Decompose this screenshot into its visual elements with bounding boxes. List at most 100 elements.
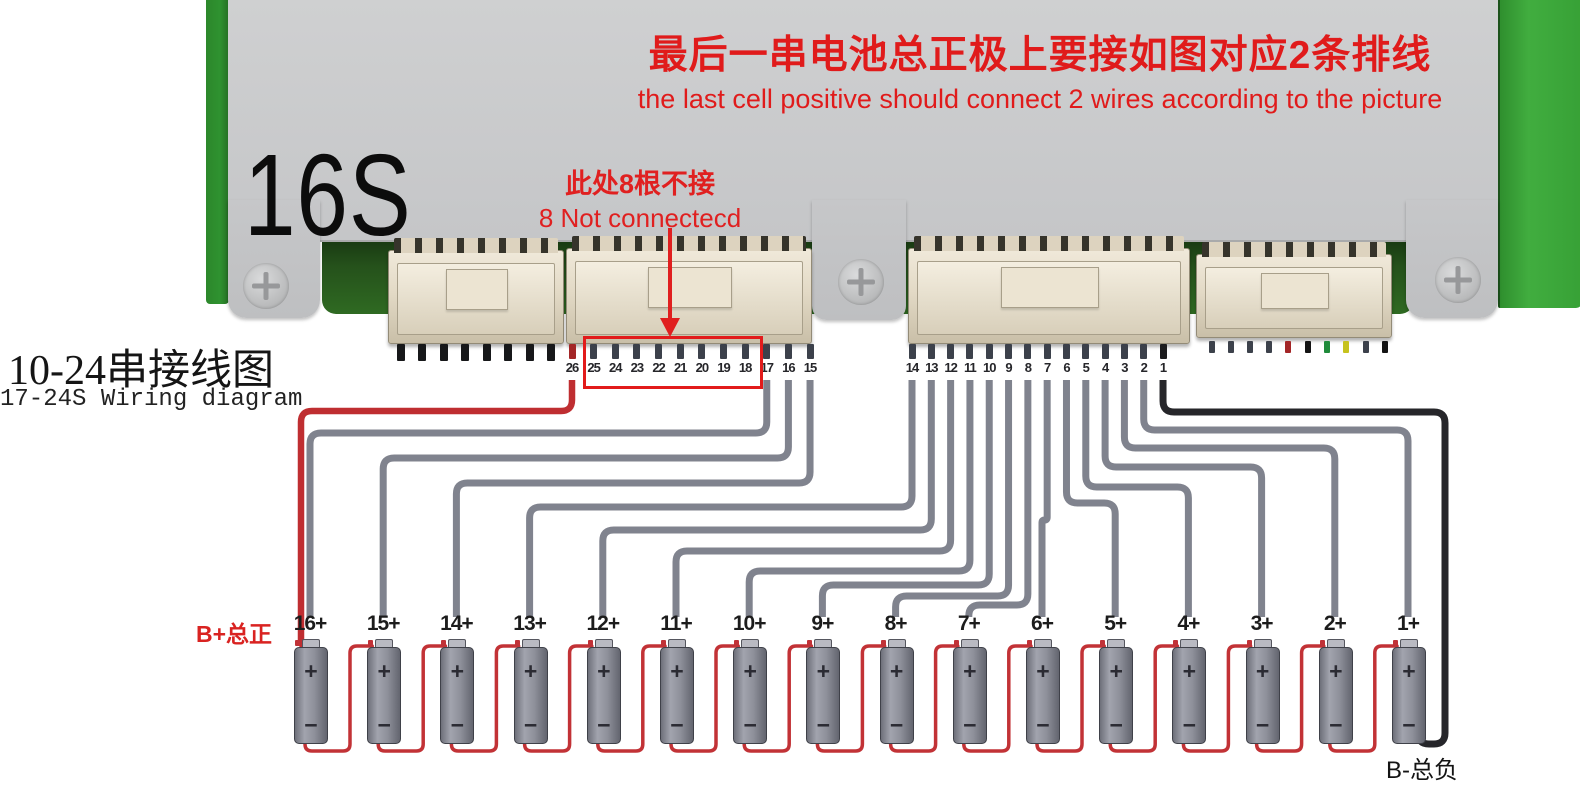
battery-terminal-wire-dot bbox=[368, 640, 374, 646]
battery-plus: + bbox=[1036, 658, 1050, 684]
battery-label: 7+ bbox=[957, 612, 981, 635]
pin-stub bbox=[397, 344, 405, 361]
connector-notch bbox=[446, 269, 508, 310]
pin-number: 26 bbox=[565, 360, 579, 375]
pin-stub bbox=[741, 344, 749, 359]
connector-balance-left bbox=[566, 236, 812, 344]
battery-terminal-wire-dot bbox=[1393, 640, 1398, 646]
battery-terminal-wire-dot bbox=[807, 640, 813, 646]
pin-stub bbox=[676, 344, 684, 359]
connector-notch bbox=[1261, 273, 1329, 310]
pin-number: 5 bbox=[1082, 360, 1090, 375]
pin-stub bbox=[763, 344, 771, 359]
battery-plus: + bbox=[670, 658, 684, 684]
connector-teeth bbox=[914, 236, 1184, 251]
battery-cell: +− bbox=[733, 647, 768, 744]
connector-aux-right bbox=[1196, 242, 1392, 338]
series-link bbox=[449, 644, 521, 753]
battery-label: 4+ bbox=[1177, 612, 1200, 635]
pin-stub bbox=[1363, 341, 1369, 353]
battery-cell: +− bbox=[1318, 647, 1353, 744]
pin-stub bbox=[985, 344, 993, 359]
pin-stub bbox=[1228, 341, 1234, 353]
battery-terminal-wire-dot bbox=[1319, 640, 1325, 646]
series-link bbox=[1254, 644, 1326, 753]
pin-stub bbox=[461, 344, 469, 361]
pin-stub bbox=[1024, 344, 1032, 359]
screw-icon bbox=[1435, 257, 1481, 303]
pin-number: 21 bbox=[673, 360, 687, 375]
pin-number: 24 bbox=[609, 360, 622, 375]
battery-cell: +− bbox=[806, 647, 841, 744]
pin-stub bbox=[806, 344, 814, 359]
connector-teeth bbox=[572, 236, 806, 251]
pin-number: 18 bbox=[738, 360, 752, 375]
battery-cell: +− bbox=[513, 647, 548, 744]
pin-stub bbox=[908, 344, 916, 359]
sense-wire-pin6 bbox=[1062, 380, 1119, 617]
battery-label: 8+ bbox=[884, 612, 908, 635]
pin-stub bbox=[611, 344, 619, 359]
pin-stub bbox=[947, 344, 955, 359]
battery-minus: − bbox=[597, 712, 611, 738]
battery-terminal-wire-dot bbox=[1100, 640, 1106, 646]
battery-cell: +− bbox=[586, 647, 621, 744]
pin-stub bbox=[1062, 344, 1070, 359]
battery-terminal-wire-dot bbox=[441, 640, 447, 646]
pin-number: 14 bbox=[905, 360, 919, 375]
pin-stub bbox=[1082, 344, 1090, 359]
series-link bbox=[742, 644, 814, 753]
battery-terminal-wire-dot bbox=[1246, 640, 1252, 646]
pin-stub bbox=[590, 344, 598, 359]
pin-stub bbox=[655, 344, 663, 359]
sense-wire-pin16 bbox=[379, 380, 792, 617]
sense-wire-pin10 bbox=[818, 380, 993, 617]
battery-minus: − bbox=[1255, 712, 1270, 738]
pcb-right-edge bbox=[1498, 0, 1580, 308]
battery-minus: − bbox=[670, 712, 684, 738]
battery-plus: + bbox=[523, 658, 538, 684]
battery-label: 3+ bbox=[1250, 612, 1274, 635]
series-link bbox=[596, 644, 667, 753]
battery-label: 1+ bbox=[1397, 612, 1420, 635]
diagram-title-en: 17-24S Wiring diagram bbox=[0, 386, 303, 413]
battery-plus: + bbox=[1255, 658, 1270, 684]
battery-plus: + bbox=[597, 658, 611, 684]
series-link bbox=[669, 644, 740, 753]
battery-cell: +− bbox=[440, 647, 475, 744]
pin-stub bbox=[698, 344, 706, 359]
battery-label: 16+ bbox=[293, 612, 328, 635]
battery-cell: +− bbox=[660, 647, 694, 744]
battery-plus: + bbox=[304, 658, 318, 684]
battery-terminal-wire-dot bbox=[587, 640, 593, 646]
pin-number: 15 bbox=[803, 360, 817, 375]
sense-wire-pin11 bbox=[745, 380, 974, 617]
sense-wire-pin7 bbox=[1038, 380, 1051, 617]
battery-minus: − bbox=[304, 712, 318, 738]
battery-plus: + bbox=[1109, 658, 1123, 684]
sense-wire-pin2 bbox=[1140, 380, 1412, 617]
battery-cell: +− bbox=[1099, 647, 1134, 744]
battery-minus: − bbox=[1329, 712, 1343, 738]
pin-stub bbox=[1382, 341, 1388, 353]
screw-icon bbox=[838, 259, 884, 305]
board-model-label: 16S bbox=[244, 130, 412, 260]
b-minus-label: B-总负 bbox=[1386, 757, 1458, 784]
sense-wire-pin15 bbox=[452, 380, 814, 617]
battery-terminal-wire-dot bbox=[734, 640, 740, 646]
sense-wire-pin9 bbox=[892, 380, 1013, 617]
battery-minus: − bbox=[377, 712, 391, 738]
battery-minus: − bbox=[889, 712, 904, 738]
pin-stub bbox=[1101, 344, 1109, 359]
battery-minus: − bbox=[450, 712, 465, 738]
pin-number: 12 bbox=[944, 360, 957, 375]
connector-notch bbox=[647, 267, 733, 309]
connector-teeth bbox=[1202, 242, 1386, 257]
battery-cell: +− bbox=[952, 647, 987, 744]
pin-number: 10 bbox=[983, 360, 996, 375]
pin-number: 16 bbox=[782, 360, 795, 375]
pin-number: 17 bbox=[760, 360, 774, 375]
battery-label: 15+ bbox=[366, 612, 401, 635]
pin-number: 9 bbox=[1005, 360, 1012, 375]
